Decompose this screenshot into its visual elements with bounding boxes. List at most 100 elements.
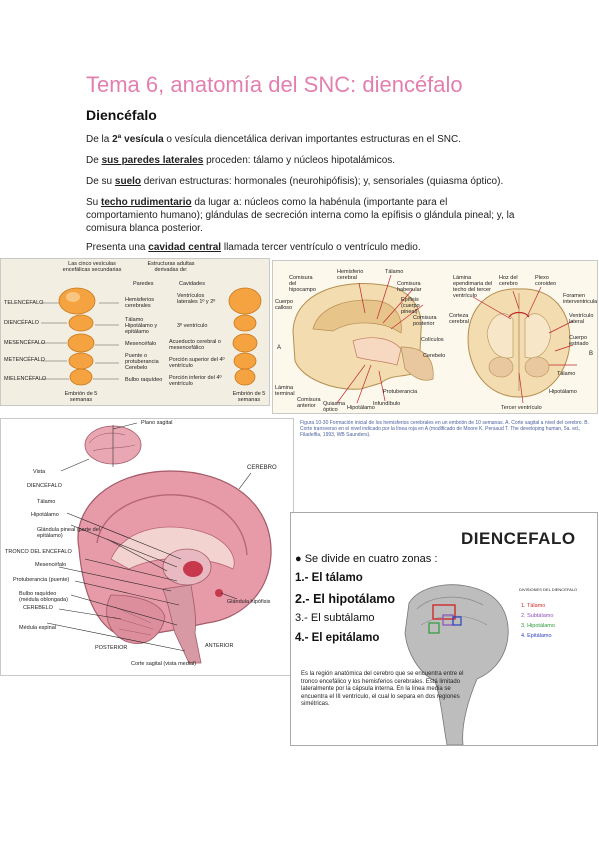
figure-a-letter: A bbox=[277, 345, 282, 351]
diencefalo-slide: DIENCEFALO ● Se divide en cuatro zonas :… bbox=[290, 512, 598, 746]
label-comisura-habenular: Comisura habenular bbox=[397, 281, 422, 293]
zone-2-num: 2.- bbox=[295, 592, 314, 606]
label-cuerpo-estriado: Cuerpo estriado bbox=[569, 335, 589, 347]
section-heading: Diencéfalo bbox=[86, 107, 157, 123]
cavities-column-header: Cavidades bbox=[179, 281, 205, 287]
walls-cerebelo: Cerebelo bbox=[125, 365, 148, 371]
p3-underlined: suelo bbox=[114, 176, 142, 187]
p5-underlined: cavidad central bbox=[148, 242, 222, 253]
label-hipotalamo-b: Hipotálamo bbox=[549, 389, 577, 395]
vesicle-name-mielencefalo: MIELENCÉFALO bbox=[4, 376, 47, 382]
p2-underlined: sus paredes laterales bbox=[101, 155, 204, 166]
vesicle-name-telencefalo: TELENCÉFALO bbox=[4, 300, 44, 306]
label-ventriculo-lateral: Ventrículo lateral bbox=[569, 313, 594, 325]
hemispheres-caption: Figura 10-30 Formación inicial de los he… bbox=[300, 420, 590, 438]
walls-bulbo: Bulbo raquídeo bbox=[125, 377, 163, 383]
zone-2: 2.- El hipotálamo bbox=[295, 592, 395, 606]
sagittal-caption: Corte sagital (vista medial) bbox=[131, 661, 197, 667]
label-cuerpo-calloso: Cuerpo calloso bbox=[275, 299, 294, 311]
legend-hipotalamo: 3. Hipotálamo bbox=[521, 623, 555, 629]
p5-text-c: llamada tercer ventrículo o ventrículo m… bbox=[221, 242, 421, 253]
label-plano-sagital: Plano sagital bbox=[141, 420, 173, 426]
p1-bold: 2ª vesícula bbox=[112, 134, 164, 145]
hemispheres-figure: A B Comisura del hipocampo Hemisferio ce… bbox=[272, 260, 598, 414]
slide-title: DIENCEFALO bbox=[461, 529, 576, 548]
hemispheres-illustration bbox=[292, 274, 577, 404]
label-talamo-b: Tálamo bbox=[557, 371, 576, 377]
label-lamina-ependimaria: Lámina ependimaria del techo del tercer … bbox=[453, 275, 493, 299]
legend-title: DIVISIONES DEL DIENCEFALO bbox=[519, 587, 578, 592]
label-epifisis: Epífisis (cuerpo pineal) bbox=[401, 297, 420, 315]
figure-b-letter: B bbox=[589, 351, 594, 357]
label-coliculos: Colículos bbox=[421, 337, 444, 343]
zone-3-num: 3.- bbox=[295, 612, 311, 624]
vesicle-name-metencefalo: METENCÉFALO bbox=[4, 357, 45, 363]
vesicles-header-right: Estructuras adultas derivadas de: bbox=[147, 261, 195, 273]
p4-text-c: da lugar a: núcleos como la habénula (im… bbox=[86, 197, 515, 234]
label-protuberancia: Protuberancia (puente) bbox=[13, 577, 70, 583]
p3-text-c: derivan estructuras: hormonales (neurohi… bbox=[141, 176, 504, 187]
zone-1-text: El tálamo bbox=[311, 572, 363, 584]
slide-intro: ● Se divide en cuatro zonas : bbox=[295, 553, 437, 565]
label-mesencefalo: Mesencéfalo bbox=[35, 562, 67, 568]
label-cerebelo-a: Cerebelo bbox=[423, 353, 446, 359]
paragraph-2: De sus paredes laterales proceden: tálam… bbox=[86, 154, 516, 167]
label-plexo-coroideo: Plexo coroideo bbox=[535, 275, 557, 287]
p3-text-a: De su bbox=[86, 176, 115, 187]
label-infundibulo: Infundíbulo bbox=[373, 401, 401, 407]
paragraph-1: De la 2ª vesícula o vesícula diencetálic… bbox=[86, 133, 516, 146]
paragraph-3: De su suelo derivan estructuras: hormona… bbox=[86, 175, 516, 188]
p4-text-a: Su bbox=[86, 197, 102, 208]
label-glandula-hipofisis: Glándula hipófisis bbox=[227, 599, 271, 605]
label-talamo: Tálamo bbox=[37, 499, 56, 505]
label-glandula-pineal: Glándula pineal (parte del epitálamo) bbox=[37, 527, 100, 539]
label-anterior: ANTERIOR bbox=[205, 643, 234, 649]
walls-mesencefalo: Mesencéfalo bbox=[125, 341, 157, 347]
p5-text-a: Presenta una bbox=[86, 242, 149, 253]
label-foramen-interventricular: Foramen interventricular bbox=[563, 293, 598, 305]
zone-4: 4.- El epitálamo bbox=[295, 632, 379, 644]
label-quiasma-optico: Quiasma óptico bbox=[323, 401, 346, 413]
label-comisura-hipocampo: Comisura del hipocampo bbox=[289, 275, 316, 293]
vesicles-figure: Las cinco vesículas encefálicas secundar… bbox=[0, 258, 270, 406]
walls-telencefalo: Hemisferios cerebrales bbox=[125, 297, 155, 309]
label-comisura-posterior: Comisura posterior bbox=[413, 315, 437, 327]
legend-subtalamo: 2. Subtálamo bbox=[521, 613, 554, 619]
paragraph-4: Su techo rudimentario da lugar a: núcleo… bbox=[86, 196, 516, 235]
slide-note: Es la región anatómica del cerebro que s… bbox=[301, 671, 464, 708]
slide-intro-text: Se divide en cuatro zonas : bbox=[304, 553, 438, 565]
zone-1: 1.- El tálamo bbox=[295, 572, 363, 584]
label-medula-espinal: Médula espinal bbox=[19, 625, 56, 631]
p4-underlined: techo rudimentario bbox=[101, 197, 192, 208]
p1-text-c: o vesícula diencetálica derivan importan… bbox=[163, 134, 462, 145]
zone-3: 3.- El subtálamo bbox=[295, 612, 375, 624]
label-talamo-a: Tálamo bbox=[385, 269, 404, 275]
vesicles-illustration bbox=[41, 287, 262, 386]
cavity-mielencefalo: Porción inferior del 4º ventrículo bbox=[169, 375, 222, 387]
legend-talamo: 1. Tálamo bbox=[521, 603, 546, 609]
vesicle-name-mesencefalo: MESENCÉFALO bbox=[4, 340, 46, 346]
cavity-metencefalo: Porción superior del 4º ventrículo bbox=[169, 357, 225, 369]
label-posterior: POSTERIOR bbox=[95, 645, 128, 651]
cavity-diencefalo: 3º ventrículo bbox=[177, 323, 208, 329]
label-hemisferio-cerebral: Hemisferio cerebral bbox=[337, 269, 364, 281]
label-tercer-ventriculo: Tercer ventrículo bbox=[501, 405, 542, 411]
label-lamina-terminal: Lámina terminal bbox=[275, 385, 295, 397]
paragraph-5: Presenta una cavidad central llamada ter… bbox=[86, 241, 516, 254]
embryo-caption-right: Embrión de 5 semanas bbox=[232, 391, 266, 403]
zone-1-num: 1.- bbox=[295, 572, 312, 584]
label-corteza-cerebral: Corteza cerebral bbox=[449, 313, 469, 325]
sagittal-brain-figure: Plano sagital Vista CEREBRO DIENCÉFALO T… bbox=[0, 418, 294, 676]
zone-2-text: El hipotálamo bbox=[313, 592, 396, 606]
walls-column-header: Paredes bbox=[133, 281, 154, 287]
label-protuberancia-a: Protuberancia bbox=[383, 389, 418, 395]
label-bulbo-raquideo: Bulbo raquídeo (médula oblongada) bbox=[19, 591, 68, 603]
label-hipotalamo-a: Hipotálamo bbox=[347, 405, 375, 411]
cavity-telencefalo: Ventrículos laterales 1º y 2º bbox=[177, 293, 216, 305]
label-cerebelo: CEREBELO bbox=[23, 605, 53, 611]
bullet-icon: ● bbox=[295, 553, 305, 565]
embryo-caption-left: Embrión de 5 semanas bbox=[64, 391, 98, 403]
cavity-mesencefalo: Acueducto cerebral o mesencefálico bbox=[169, 339, 221, 351]
zone-3-text: El subtálamo bbox=[310, 612, 375, 624]
vesicles-header-left: Las cinco vesículas encefálicas secundar… bbox=[62, 261, 122, 273]
